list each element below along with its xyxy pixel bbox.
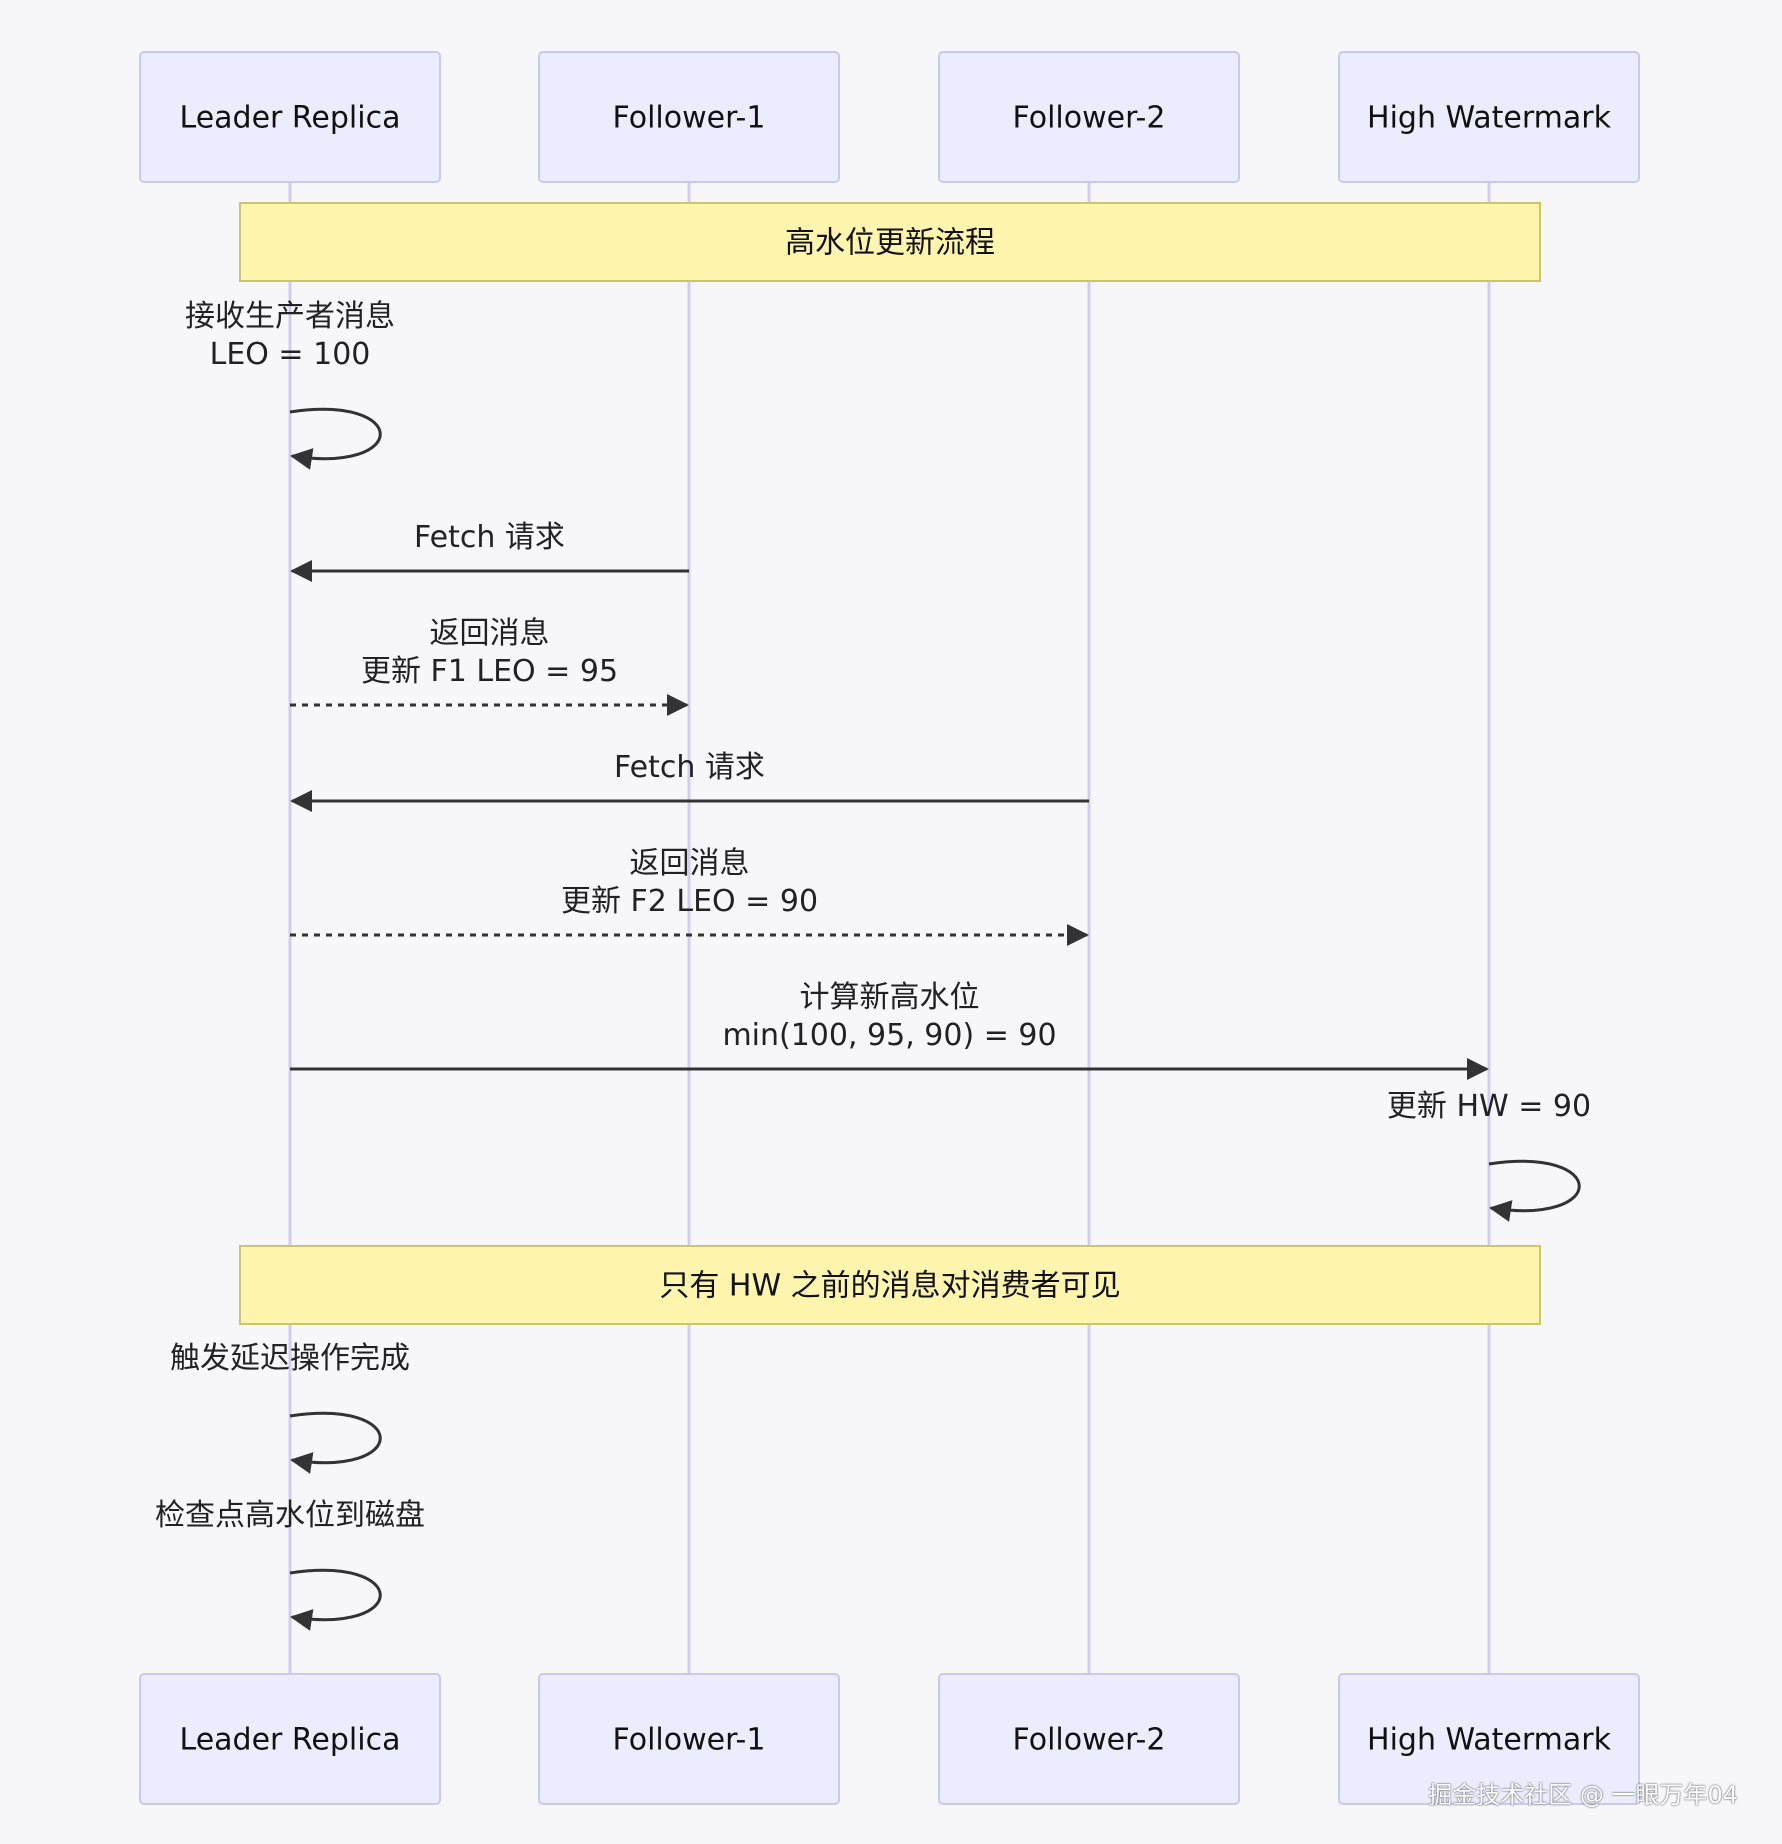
- lifelines: [288, 182, 1491, 1674]
- actor-rect: [938, 1673, 1240, 1805]
- message-label: Fetch 请求: [414, 520, 565, 555]
- actor-box-top-0: Leader Replica: [139, 51, 441, 183]
- self-loop-arrow: [289, 1568, 382, 1631]
- actor-label: Follower-1: [613, 101, 766, 136]
- actor-rect: [938, 51, 1240, 183]
- actor-label: Leader Replica: [180, 1723, 401, 1758]
- message-label: 检查点高水位到磁盘: [155, 1498, 425, 1533]
- message-label: Fetch 请求: [614, 750, 765, 785]
- message-label: 计算新高水位: [800, 980, 980, 1015]
- self-loop-arrow: [1488, 1159, 1581, 1222]
- note-top: 高水位更新流程: [239, 202, 1541, 282]
- note-bottom-text: 只有 HW 之前的消息对消费者可见: [659, 1269, 1120, 1304]
- actor-box-bottom-2: Follower-2: [938, 1673, 1240, 1805]
- message-label: 更新 F2 LEO = 90: [561, 884, 818, 919]
- self-loop-arrow: [289, 407, 382, 470]
- message-label: 返回消息: [630, 846, 750, 881]
- message-label: min(100, 95, 90) = 90: [722, 1018, 1056, 1053]
- message-3: Fetch 请求: [290, 750, 1089, 812]
- message-label: LEO = 100: [210, 337, 371, 372]
- message-label: 更新 F1 LEO = 95: [361, 654, 618, 689]
- message-label: 更新 HW = 90: [1387, 1089, 1591, 1124]
- site-watermark: 掘金技术社区 @ 一眼万年04: [1428, 1781, 1738, 1809]
- actor-label: Follower-2: [1013, 101, 1166, 136]
- actor-rect: [1338, 1673, 1640, 1805]
- actor-box-top-2: Follower-2: [938, 51, 1240, 183]
- message-label: 接收生产者消息: [185, 299, 395, 334]
- actor-label: Follower-1: [613, 1723, 766, 1758]
- actor-label: Leader Replica: [180, 101, 401, 136]
- message-label: 触发延迟操作完成: [170, 1341, 410, 1376]
- actor-label: High Watermark: [1367, 1723, 1612, 1758]
- actor-box-bottom-0: Leader Replica: [139, 1673, 441, 1805]
- message-6: 更新 HW = 90: [1387, 1089, 1591, 1222]
- note-bottom-box: [239, 1245, 1541, 1325]
- message-label: 返回消息: [430, 616, 550, 651]
- note-top-box: [239, 202, 1541, 282]
- actor-rect: [139, 1673, 441, 1805]
- note-bottom: 只有 HW 之前的消息对消费者可见: [239, 1245, 1541, 1325]
- actor-rect: [538, 51, 840, 183]
- message-1: Fetch 请求: [290, 520, 689, 582]
- actor-box-top-3: High Watermark: [1338, 51, 1640, 183]
- actor-label: Follower-2: [1013, 1723, 1166, 1758]
- actor-rect: [538, 1673, 840, 1805]
- actor-box-bottom-1: Follower-1: [538, 1673, 840, 1805]
- actor-rect: [1338, 51, 1640, 183]
- self-loop-arrow: [289, 1411, 382, 1474]
- message-7: 触发延迟操作完成: [170, 1341, 410, 1474]
- message-8: 检查点高水位到磁盘: [155, 1498, 425, 1631]
- actor-label: High Watermark: [1367, 101, 1612, 136]
- actor-rect: [139, 51, 441, 183]
- note-top-text: 高水位更新流程: [785, 226, 995, 261]
- actor-box-bottom-3: High Watermark: [1338, 1673, 1640, 1805]
- actor-box-top-1: Follower-1: [538, 51, 840, 183]
